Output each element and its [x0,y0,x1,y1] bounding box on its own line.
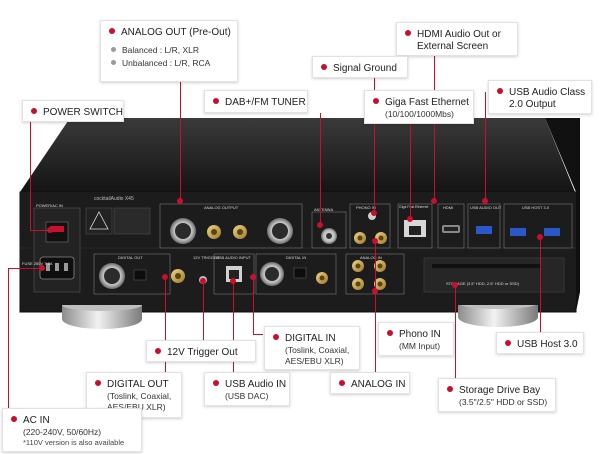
chassis-top [20,118,575,192]
panel-ethernet: Giga Fast Ethernet [399,205,429,209]
panel-analog-output: ANALOG OUTPUT [204,205,239,210]
callout-usb-host: USB Host 3.0 [496,332,584,354]
callout-phono: Phono IN (MM Input) [378,322,454,356]
callout-trigger: 12V Trigger Out [146,340,256,362]
panel-storage: STORAGE (3.5" HDD, 2.5" HDD or SSD) [446,281,520,286]
callout-digital-in: DIGITAL IN (Toslink, Coaxial, AES/EBU XL… [264,326,360,370]
callout-ac-in: AC IN (220-240V, 50/60Hz) *110V version … [2,408,142,452]
callout-analog-out: ANALOG OUT (Pre-Out) Balanced : L/R, XLR… [100,20,238,82]
callout-hdmi: HDMI Audio Out or External Screen [396,22,518,56]
callout-analog-in: ANALOG IN [330,372,410,394]
callout-ethernet: Giga Fast Ethernet (10/100/1000Mbs) [364,90,474,124]
panel-digital-out: DIGITAL OUT [118,255,143,260]
panel-usb-host: USB HOST 3.0 [522,205,550,210]
panel-phono-in: PHONO IN [356,205,376,210]
usb-audio-out-port [476,226,492,234]
usb-host-port-1 [510,228,526,236]
callout-dab: DAB+/FM TUNER [204,90,308,113]
callout-signal-ground: Signal Ground [312,56,408,78]
storage-bay-graphic [423,257,565,293]
panel-hdmi: HDMI [443,205,454,210]
panel-brand: cocktailAudio X45 [94,196,134,202]
callout-usb-audio-class: USB Audio Class 2.0 Output [488,80,592,114]
callout-storage: Storage Drive Bay (3.5"/2.5" HDD or SSD) [438,378,556,412]
bullet-dot [109,28,115,35]
panel-trigger: 12V TRIGGER [193,255,220,260]
panel-usb-audio-input: USB AUDIO INPUT [216,255,251,260]
callout-usb-audio-in: USB Audio IN (USB DAC) [204,372,290,406]
panel-power-label: POWER/AC IN [36,203,63,208]
panel-fuse: FUSE 250V T 2A [22,261,53,266]
panel-usb-audio-out: USB AUDIO OUT [470,205,502,210]
panel-antenna: ANTENNA [314,207,334,212]
usb-host-port-2 [544,228,560,236]
panel-digital-in: DIGITAL IN [286,255,307,260]
callout-power-switch: POWER SWITCH [22,100,124,122]
panel-analog-in: ANALOG IN [360,255,382,260]
